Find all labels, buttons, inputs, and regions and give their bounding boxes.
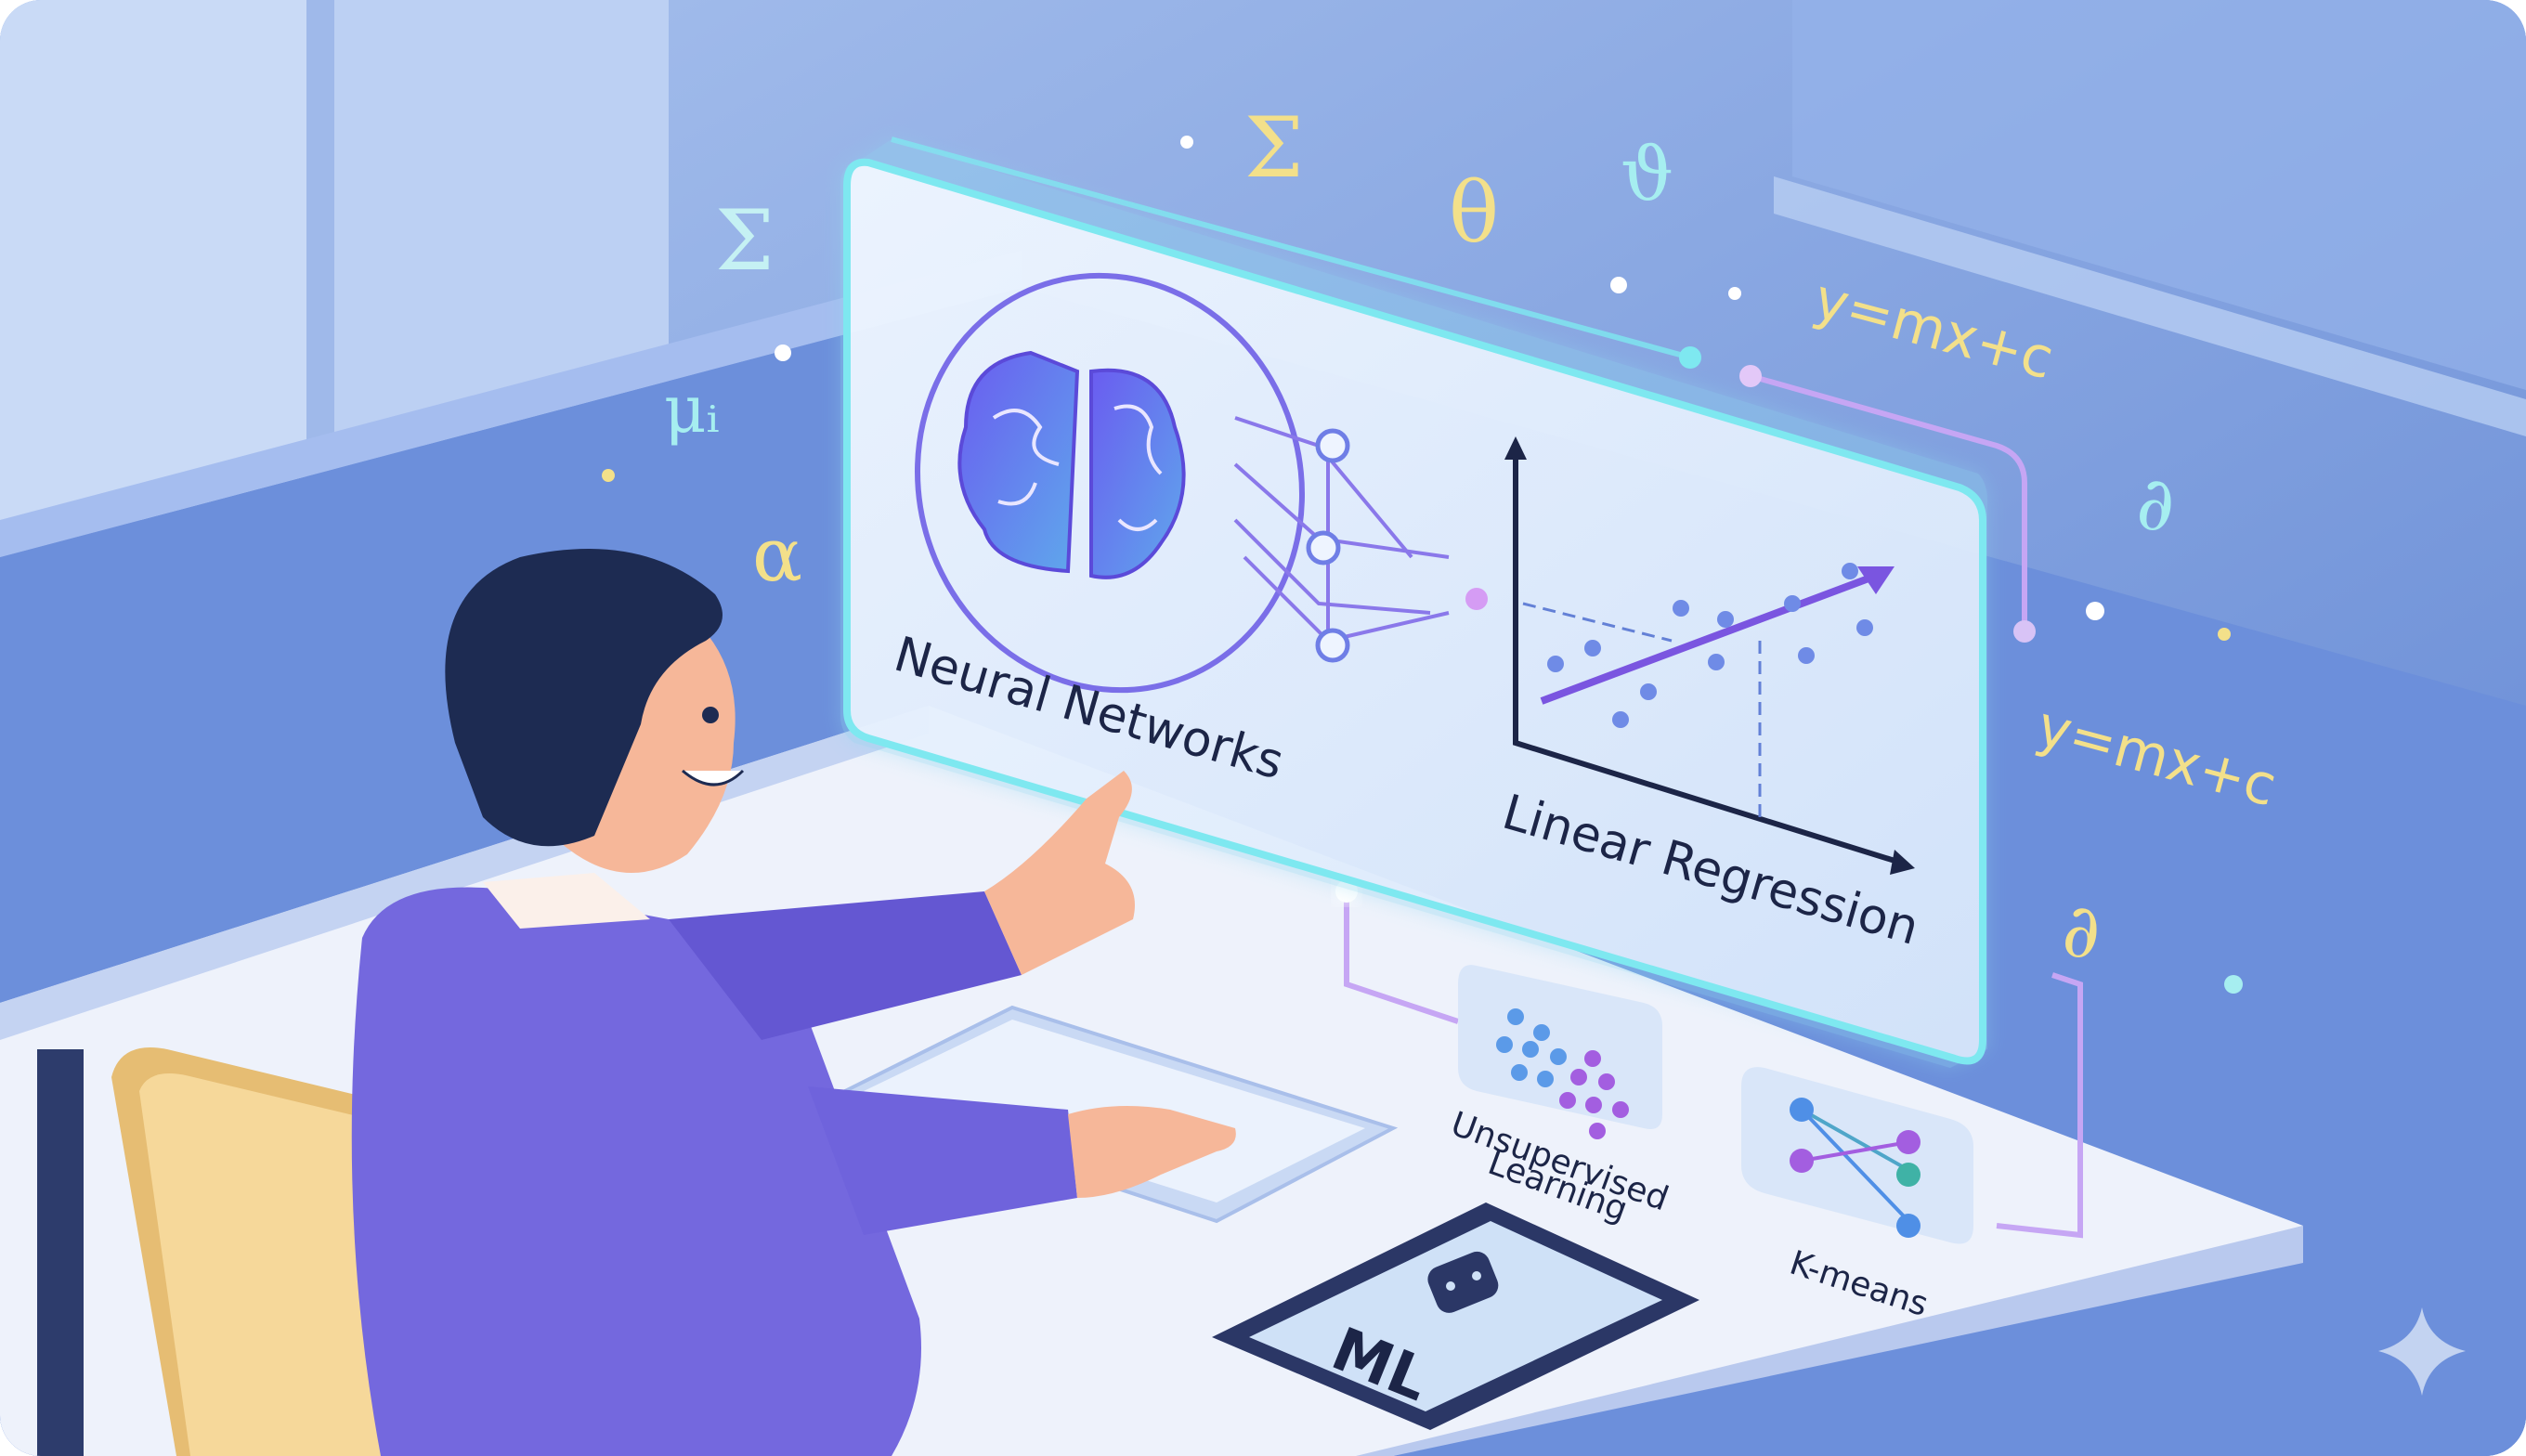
person [351,549,1236,1456]
linear-regression-graphic [1504,436,1915,875]
partial-symbol-1: ∂ [2136,461,2174,547]
sigma-left-symbol: Σ [715,192,775,290]
kmeans-card [1741,1067,1973,1244]
partial-symbol-2: ∂ [2062,888,2100,974]
ml-tablet [1212,1202,1699,1430]
alpha-symbol: α [752,512,802,598]
theta-symbol: θ [1449,164,1499,262]
vartheta-symbol: ϑ [1621,131,1673,217]
mu-symbol: μᵢ [664,371,720,448]
neural-network-graphic [915,272,1488,694]
circuit-lines [891,136,2083,1239]
sparkle-icon [2378,1307,2466,1396]
sigma-symbol: Σ [1244,99,1304,197]
unsupervised-learning-card [1458,965,1662,1139]
